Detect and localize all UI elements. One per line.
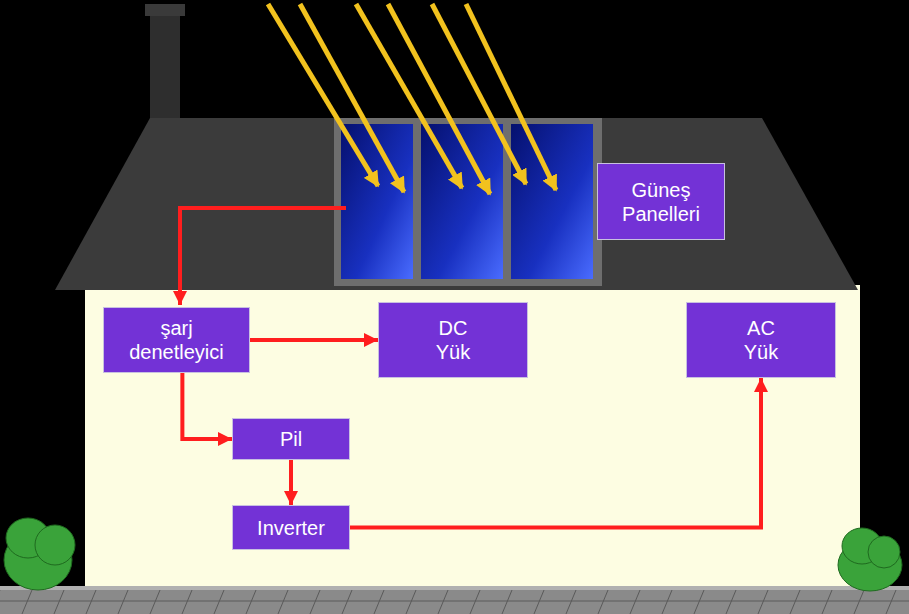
load-box: AC Yük bbox=[686, 302, 836, 378]
chimney bbox=[150, 12, 180, 122]
roof bbox=[55, 118, 858, 290]
bush bbox=[4, 518, 75, 590]
inverter-box: Inverter bbox=[232, 505, 350, 550]
power-wire bbox=[250, 338, 378, 342]
power-wire bbox=[289, 460, 293, 505]
power-wire bbox=[350, 378, 761, 528]
house-wall bbox=[85, 285, 860, 587]
sun-rays bbox=[268, 4, 556, 194]
sidewalk bbox=[0, 586, 909, 614]
controller-box: şarj denetleyici bbox=[103, 307, 250, 373]
solar-panel bbox=[421, 124, 503, 279]
box-label: DC Yük bbox=[423, 316, 483, 364]
panel-wire bbox=[180, 208, 346, 305]
box-label: AC Yük bbox=[731, 316, 791, 364]
chimney-cap bbox=[145, 4, 185, 16]
load-box: DC Yük bbox=[378, 302, 528, 378]
label-box: Güneş Panelleri bbox=[597, 163, 725, 240]
battery-box: Pil bbox=[232, 418, 350, 460]
power-wire bbox=[182, 373, 232, 439]
solar-panel bbox=[511, 124, 593, 279]
box-label: Pil bbox=[280, 427, 302, 451]
box-label: şarj denetleyici bbox=[118, 316, 236, 364]
box-label: Güneş Panelleri bbox=[606, 178, 716, 226]
bush bbox=[838, 528, 902, 591]
box-label: Inverter bbox=[257, 516, 325, 540]
